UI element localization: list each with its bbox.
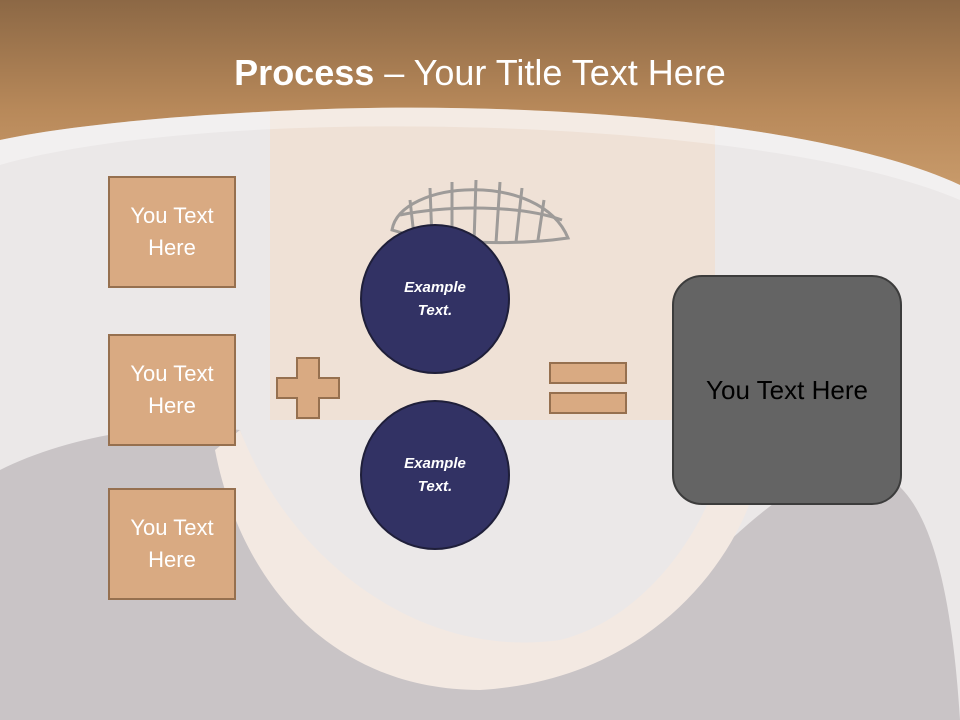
input-box-1: You Text Here [108, 176, 236, 288]
input-box-2-label: You Text Here [130, 361, 214, 418]
title-bold: Process [234, 52, 375, 93]
circle-top: Example Text. [360, 224, 510, 374]
circle-bottom-label: Example Text. [404, 455, 466, 495]
slide-title: Process – Your Title Text Here [0, 52, 960, 94]
result-box: You Text Here [672, 275, 902, 505]
circle-bottom: Example Text. [360, 400, 510, 550]
input-box-3: You Text Here [108, 488, 236, 600]
title-rest: – Your Title Text Here [374, 52, 726, 93]
result-box-label: You Text Here [706, 374, 868, 405]
input-box-3-label: You Text Here [130, 515, 214, 572]
circle-top-label: Example Text. [404, 279, 466, 319]
input-box-1-label: You Text Here [130, 203, 214, 260]
input-box-2: You Text Here [108, 334, 236, 446]
